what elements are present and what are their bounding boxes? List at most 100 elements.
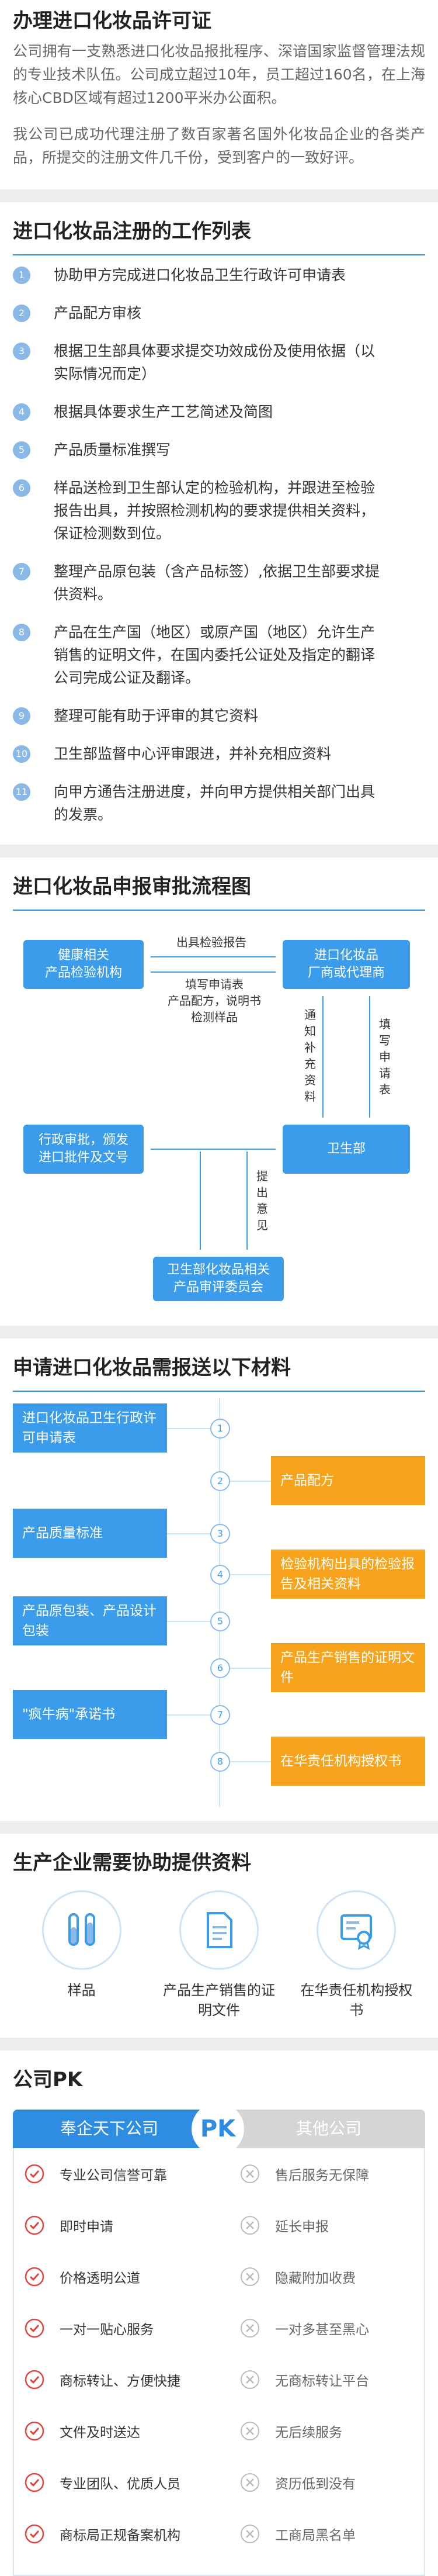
material-box: 在华责任机构授权书 <box>271 1737 425 1786</box>
timeline-connector <box>167 1714 210 1716</box>
step-number: 4 <box>13 403 30 421</box>
step-text: 根据具体要求生产工艺简述及简图 <box>54 403 273 420</box>
flow-arrow-notify <box>322 996 324 1118</box>
flow-arrow-review <box>200 1152 201 1250</box>
material-step-number: 8 <box>210 1752 230 1772</box>
check-icon <box>25 2215 44 2235</box>
material-box: 检验机构出具的检验报告及相关资料 <box>271 1550 425 1599</box>
timeline-connector <box>230 1668 271 1669</box>
check-icon <box>25 2524 44 2544</box>
pk-section: 公司PK 奉企天下公司 其他公司 PK 专业公司信誉可靠售后服务无保障即时申请延… <box>0 2051 438 2576</box>
cross-icon <box>240 2370 260 2390</box>
timeline-connector <box>167 1621 210 1622</box>
section-divider <box>0 2038 438 2051</box>
check-icon <box>25 2370 44 2390</box>
pk-ours-cell: 即时申请 <box>14 2215 219 2235</box>
flow-title: 进口化妆品申报审批流程图 <box>13 875 251 898</box>
needs-list: 样品 产品生产销售的证明文件 <box>0 1879 438 2038</box>
flow-arrow-report <box>151 956 276 957</box>
worklist-item: 10 卫生部监督中心评审跟进，并补充相应资料 <box>13 742 425 765</box>
pk-others-cell: 资历低到没有 <box>219 2473 424 2492</box>
flow-arrow-approve <box>151 1149 276 1150</box>
material-box: "疯牛病"承诺书 <box>13 1690 167 1739</box>
pk-ours-cell: 价格透明公道 <box>14 2267 219 2287</box>
pk-table: 奉企天下公司 其他公司 PK 专业公司信誉可靠售后服务无保障即时申请延长申报价格… <box>13 2098 425 2576</box>
pk-row: 价格透明公道隐藏附加收费 <box>14 2251 424 2302</box>
pk-ours-text: 专业公司信誉可靠 <box>60 2168 167 2183</box>
timeline-line <box>219 1398 220 1807</box>
step-text: 协助甲方完成进口化妆品卫生行政许可申请表 <box>54 267 346 283</box>
step-text: 向甲方通告注册进度，并向甲方提供相关部门出具的发票。 <box>54 783 376 823</box>
pk-ours-text: 商标转让、方便快捷 <box>60 2374 180 2389</box>
flow-section: 进口化妆品申报审批流程图 健康相关 产品检验机构 进口化妆品 厂商或代理商 卫生… <box>0 857 438 1326</box>
step-number: 10 <box>13 745 30 763</box>
need-label: 产品生产销售的证明文件 <box>162 1982 275 2018</box>
title-underline <box>13 910 425 911</box>
pk-row: 文件及时送达无后续服务 <box>14 2405 424 2457</box>
step-text: 卫生部监督中心评审跟进，并补充相应资料 <box>54 745 332 762</box>
pk-ours-text: 价格透明公道 <box>60 2271 140 2286</box>
pk-row: 专业公司信誉可靠 售后服务无保障 <box>14 2148 424 2200</box>
pk-row: 商标局正规备案机构工商局黑名单 <box>14 2508 424 2560</box>
flow-label-report: 出具检验报告 <box>176 935 246 949</box>
flow-box-committee: 卫生部化妆品相关 产品审评委员会 <box>153 1257 284 1301</box>
cross-icon <box>240 2473 260 2492</box>
material-step-number: 3 <box>210 1524 230 1544</box>
step-text: 样品送检到卫生部认定的检验机构，并跟进至检验报告出具，并按照检测机构的要求提供相… <box>54 479 376 542</box>
flow-box-moh: 卫生部 <box>283 1125 410 1174</box>
flow-arrow-apply <box>369 996 370 1118</box>
step-text: 产品在生产国（地区）或原产国（地区）允许生产销售的证明文件，在国内委托公证处及指… <box>54 624 376 686</box>
cross-icon <box>240 2215 260 2235</box>
material-box: 产品配方 <box>271 1456 425 1505</box>
pk-others-cell: 一对多甚至黑心 <box>219 2318 424 2338</box>
pk-ours-cell: 专业团队、优质人员 <box>14 2473 219 2492</box>
pk-ours-text: 一对一贴心服务 <box>60 2322 154 2338</box>
worklist-item: 4 根据具体要求生产工艺简述及简图 <box>13 400 425 423</box>
license-section: 办理进口化妆品许可证 公司拥有一支熟悉进口化妆品报批程序、深谙国家监督管理法规的… <box>0 0 438 170</box>
pk-row: 即时申请 延长申报 <box>14 2200 424 2251</box>
license-intro: 公司拥有一支熟悉进口化妆品报批程序、深谙国家监督管理法规的专业技术队伍。公司成立… <box>0 40 438 170</box>
step-number: 6 <box>13 479 30 497</box>
pk-row: 一对一贴心服务 一对多甚至黑心 <box>14 2302 424 2354</box>
check-icon <box>25 2318 44 2338</box>
pk-others-text: 售后服务无保障 <box>275 2168 369 2183</box>
timeline-connector <box>230 1761 271 1762</box>
certificate-icon <box>317 1890 397 1970</box>
pk-badge: PK <box>192 2103 244 2155</box>
flow-box-lab: 健康相关 产品检验机构 <box>23 940 144 989</box>
flow-label-opinion: 提 出 意 见 <box>256 1169 268 1232</box>
cross-icon <box>240 2421 260 2441</box>
flow-arrow-samples <box>151 971 276 973</box>
section-divider <box>0 189 438 202</box>
pk-ours-cell: 商标局正规备案机构 <box>14 2524 219 2544</box>
pk-others-cell: 售后服务无保障 <box>219 2164 424 2184</box>
test-tube-icon <box>41 1890 121 1970</box>
check-icon <box>25 2164 44 2184</box>
pk-others-cell: 无商标转让平台 <box>219 2370 424 2390</box>
pk-ours-text: 专业团队、优质人员 <box>60 2477 180 2492</box>
step-number: 5 <box>13 441 30 459</box>
needs-section: 生产企业需要协助提供资料 样品 <box>0 1834 438 2038</box>
material-box: 产品原包装、产品设计包装 <box>13 1596 167 1645</box>
cross-icon <box>240 2267 260 2287</box>
step-number: 3 <box>13 343 30 360</box>
material-step-number: 5 <box>210 1612 230 1631</box>
step-text: 产品质量标准撰写 <box>54 441 171 458</box>
pk-others-text: 延长申报 <box>275 2219 329 2235</box>
pk-ours-text: 即时申请 <box>60 2219 113 2235</box>
material-step-number: 1 <box>210 1419 230 1439</box>
flow-chart: 健康相关 产品检验机构 进口化妆品 厂商或代理商 卫生部 行政审批，颁发 进口批… <box>13 911 425 1326</box>
cross-icon <box>240 2164 260 2184</box>
cross-icon <box>240 2524 260 2544</box>
pk-row: 商标转让、方便快捷 无商标转让平台 <box>14 2354 424 2405</box>
pk-others-cell: 无后续服务 <box>219 2421 424 2441</box>
flow-label-apply: 填 写 申 请 表 <box>379 1017 391 1097</box>
check-icon <box>25 2421 44 2441</box>
material-box: 产品质量标准 <box>13 1509 167 1558</box>
